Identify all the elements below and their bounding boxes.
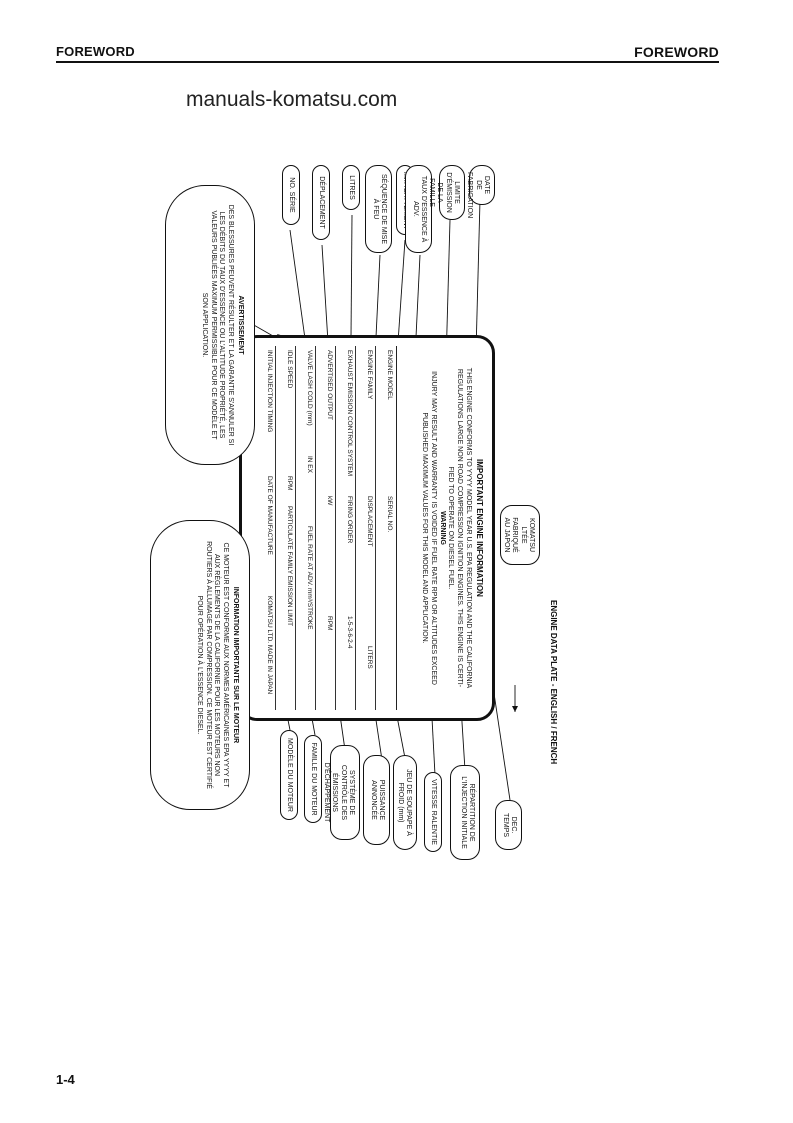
- warning-bubble-text: DES BLESSURES PEUVENT RÉSULTER ET LA GAR…: [201, 204, 234, 446]
- plate-cell: PARTICULATE FAMILY EMISSION LIMIT: [286, 506, 293, 627]
- plate-grid: ENGINE MODEL SERIAL NO. ENGINE FAMILY DI…: [252, 346, 397, 710]
- label-emission-limit: LIMITE D'ÉMISSION DE LA FAMILLE: [428, 165, 465, 220]
- plate-title: IMPORTANT ENGINE INFORMATION: [475, 459, 484, 597]
- label-injection-timing: RÉPARTITION DE L'INJECTION INITIALE: [450, 765, 480, 860]
- label-firing-order: SÉQUENCE DE MISE À FEU: [365, 165, 392, 253]
- plate-cell: DISPLACEMENT: [366, 496, 373, 547]
- plate-cell: DATE OF MANUFACTURE: [266, 476, 273, 555]
- label-serial-no: NO. SÉRIE: [281, 165, 300, 225]
- label-litres: LITRES: [341, 165, 360, 210]
- plate-row: ENGINE FAMILY DISPLACEMENT LITERS: [355, 346, 376, 710]
- plate-row: VALVE LASH COLD (mm) IN EX FUEL RATE AT …: [295, 346, 316, 710]
- rotated-figure: IMPORTANT ENGINE INFORMATION THIS ENGINE…: [110, 160, 580, 880]
- header-rule: [56, 61, 719, 63]
- plate-row: IDLE SPEED RPM PARTICULATE FAMILY EMISSI…: [275, 346, 296, 710]
- label-advertised-output: PUISSANCE ANNONCÉE: [363, 755, 390, 845]
- warning-bubble-title: AVERTISSEMENT: [237, 295, 244, 355]
- plate-warning-line: INJURY MAY RESULT AND WARRANTY IS VOIDED…: [430, 371, 437, 685]
- plate-body-line: REGULATIONS LARGE NON ROAD COMPRESSION I…: [456, 368, 464, 688]
- plate-cell: FIRING ORDER: [346, 496, 353, 544]
- plate-cell: IDLE SPEED: [286, 350, 293, 389]
- info-bubble: INFORMATION IMPORTANTE SUR LE MOTEUR CE …: [150, 520, 250, 810]
- plate-warning-line: PUBLISHED MAXIMUM VALUES FOR THIS MODEL …: [421, 412, 429, 644]
- plate-body: THIS ENGINE CONFORMS TO YYYY MODEL YEAR …: [420, 346, 472, 710]
- page-number: 1-4: [56, 1072, 75, 1087]
- plate-cell: KOMATSU LTD. MADE IN JAPAN: [266, 596, 273, 695]
- plate-cell: 1-5-3-6-2-4: [346, 616, 353, 649]
- plate-warning-title: WARNING: [438, 511, 446, 545]
- watermark-text: manuals-komatsu.com: [186, 88, 398, 111]
- plate-cell: ENGINE MODEL: [386, 350, 393, 400]
- maker-bubble: KOMATSU LTÉE FABRIQUÉ AU JAPON: [500, 505, 540, 565]
- info-bubble-title: INFORMATION IMPORTANTE SUR LE MOTEUR: [232, 586, 239, 744]
- plate-row: ADVERTISED OUTPUT kW RPM: [315, 346, 336, 710]
- label-idle-speed: VITESSE RALENTIE: [423, 772, 442, 852]
- header-right-title: FOREWORD: [634, 44, 719, 60]
- plate-row: ENGINE MODEL SERIAL NO.: [375, 346, 396, 710]
- label-displacement: DÉPLACEMENT: [311, 165, 330, 240]
- plate-cell: VALVE LASH COLD (mm): [306, 350, 313, 426]
- plate-cell: SERIAL NO.: [386, 496, 393, 533]
- plate-cell: LITERS: [366, 646, 373, 669]
- plate-cell: RPM: [286, 476, 293, 491]
- plate-cell: EXHAUST EMISSION CONTROL SYSTEM: [346, 350, 353, 477]
- label-date-of-manufacture: DATE DE FABRICATION: [466, 165, 495, 218]
- header-left-title: FOREWORD: [56, 44, 135, 59]
- label-engine-model: MODÈLE DU MOTEUR: [279, 730, 298, 820]
- label-dec-temps: DEC. TEMPS: [495, 800, 522, 850]
- info-bubble-text: CE MOTEUR EST CONFORME AUX NORMES AMÉRIC…: [196, 541, 229, 789]
- warning-bubble: AVERTISSEMENT DES BLESSURES PEUVENT RÉSU…: [165, 185, 255, 465]
- label-engine-family: FAMILLE DU MOTEUR: [303, 735, 322, 823]
- plate-cell: IN EX: [306, 456, 313, 473]
- plate-cell: INITIAL INJECTION TIMING: [266, 350, 273, 433]
- plate-row: INITIAL INJECTION TIMING DATE OF MANUFAC…: [256, 346, 276, 710]
- plate-row: EXHAUST EMISSION CONTROL SYSTEM FIRING O…: [335, 346, 356, 710]
- plate-cell: FUEL RATE AT ADV. mm³/STROKE: [306, 526, 313, 630]
- plate-body-line: THIS ENGINE CONFORMS TO YYYY MODEL YEAR …: [465, 367, 472, 689]
- plate-body-line: FIED TO OPERATE ON DIESEL FUEL.: [447, 466, 455, 590]
- label-emission-control: SYSTÈME DE CONTRÔLE DES ÉMISSIONS D'ÉCHA…: [323, 745, 360, 840]
- plate-cell: kW: [326, 496, 333, 506]
- label-valve-lash: JEU DE SOUPAPE À FROID (mm): [393, 755, 417, 850]
- plate-cell: ENGINE FAMILY: [366, 350, 373, 400]
- engine-data-plate: IMPORTANT ENGINE INFORMATION THIS ENGINE…: [239, 335, 495, 721]
- plate-cell: RPM: [326, 616, 333, 631]
- figure-caption: ENGINE DATA PLATE - ENGLISH / FRENCH: [549, 600, 558, 765]
- plate-cell: ADVERTISED OUTPUT: [326, 350, 333, 420]
